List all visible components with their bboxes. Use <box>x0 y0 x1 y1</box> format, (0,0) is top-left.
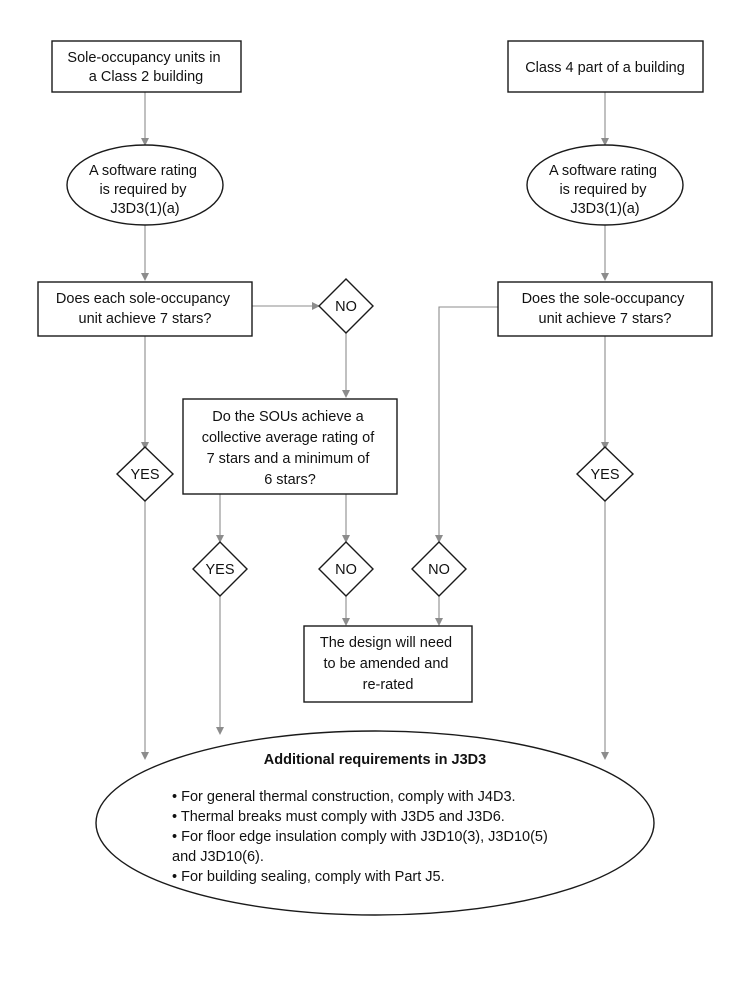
class2-start-box: Sole-occupancy units in a Class 2 buildi… <box>51 40 242 93</box>
connector-question-right-to-no-right <box>438 306 498 537</box>
arrow-head <box>141 752 149 760</box>
arrow-head <box>312 302 320 310</box>
rating-left-oval: A software rating is required by J3D3(1)… <box>66 144 224 226</box>
additional-line: • For building sealing, comply with Part… <box>172 869 445 885</box>
collective-line: collective average rating of <box>202 430 375 446</box>
additional-line: • Thermal breaks must comply with J3D5 a… <box>172 809 505 825</box>
yes-mid-label: YES <box>205 562 234 578</box>
no-right-diamond: NO <box>411 541 467 597</box>
svg-text:Do the SOUs achieve a co: Do the SOUs achieve a collective average… <box>202 409 379 488</box>
connectors <box>144 92 606 754</box>
no-mid-label: NO <box>335 562 357 578</box>
each-sou-7stars-box: Does each sole-occupancy unit achieve 7 … <box>37 281 253 337</box>
additional-title: Additional requirements in J3D3 <box>264 752 486 768</box>
svg-text:Sole-occupancy units in: Sole-occupancy units in a Class 2 buildi… <box>67 50 224 85</box>
rating-left-line: is required by <box>99 182 187 198</box>
redesign-box: The design will need to be amended and r… <box>303 625 473 703</box>
additional-line: and J3D10(6). <box>172 849 264 865</box>
arrow-head <box>141 273 149 281</box>
no-mid-diamond: NO <box>318 541 374 597</box>
svg-text:A software rating is req: A software rating is required by J3D3(1)… <box>89 163 201 217</box>
each-sou-line: Does each sole-occupancy <box>56 291 231 307</box>
yes-right-diamond: YES <box>575 446 635 502</box>
redesign-line: to be amended and <box>324 656 449 672</box>
class2-line: a Class 2 building <box>89 69 203 85</box>
collective-average-box: Do the SOUs achieve a collective average… <box>182 398 398 495</box>
svg-text:A software rating is req: A software rating is required by J3D3(1)… <box>549 163 661 217</box>
yes-left-diamond: YES <box>115 446 175 502</box>
collective-line: Do the SOUs achieve a <box>212 409 364 425</box>
yes-right-label: YES <box>590 467 619 483</box>
arrow-head <box>216 535 224 543</box>
rating-left-line: J3D3(1)(a) <box>110 201 179 217</box>
class4-line: Class 4 part of a building <box>525 60 685 76</box>
no-right-label: NO <box>428 562 450 578</box>
no-top-diamond: NO <box>318 278 374 334</box>
yes-mid-diamond: YES <box>192 541 248 597</box>
arrow-head <box>601 442 609 450</box>
rating-right-line: A software rating <box>549 163 657 179</box>
arrow-heads <box>141 138 609 760</box>
arrow-head <box>435 535 443 543</box>
svg-text:Does the sole-occupancy: Does the sole-occupancy unit achieve 7 s… <box>522 291 689 327</box>
rating-left-line: A software rating <box>89 163 197 179</box>
additional-requirements-oval: Additional requirements in J3D3 • For ge… <box>95 730 655 916</box>
arrow-head <box>342 618 350 626</box>
sou-line: Does the sole-occupancy <box>522 291 686 307</box>
each-sou-line: unit achieve 7 stars? <box>79 311 212 327</box>
class4-start-box: Class 4 part of a building <box>507 40 704 93</box>
svg-text:Class 4 part of a building: Class 4 part of a building <box>525 60 685 76</box>
sou-line: unit achieve 7 stars? <box>539 311 672 327</box>
collective-line: 6 stars? <box>264 472 316 488</box>
arrow-head <box>601 273 609 281</box>
redesign-line: re-rated <box>363 677 414 693</box>
rating-right-line: J3D3(1)(a) <box>570 201 639 217</box>
collective-line: 7 stars and a minimum of <box>207 451 371 467</box>
arrow-head <box>601 138 609 146</box>
svg-text:The design will need to: The design will need to be amended and r… <box>320 635 456 693</box>
arrow-head <box>141 138 149 146</box>
arrow-head <box>342 535 350 543</box>
no-top-label: NO <box>335 299 357 315</box>
redesign-line: The design will need <box>320 635 452 651</box>
arrow-head <box>141 442 149 450</box>
arrow-head <box>435 618 443 626</box>
svg-text:• For general thermal construc: • For general thermal construction, comp… <box>172 789 552 885</box>
arrow-head <box>342 390 350 398</box>
additional-line: • For general thermal construction, comp… <box>172 789 516 805</box>
arrow-head <box>601 752 609 760</box>
arrow-head <box>216 727 224 735</box>
rating-right-oval: A software rating is required by J3D3(1)… <box>526 144 684 226</box>
additional-line: • For floor edge insulation comply with … <box>172 829 548 845</box>
svg-text:Does each sole-occupancy: Does each sole-occupancy unit achieve 7 … <box>56 291 234 327</box>
class2-line: Sole-occupancy units in <box>67 50 220 66</box>
sou-7stars-box: Does the sole-occupancy unit achieve 7 s… <box>497 281 713 337</box>
yes-left-label: YES <box>130 467 159 483</box>
rating-right-line: is required by <box>559 182 647 198</box>
